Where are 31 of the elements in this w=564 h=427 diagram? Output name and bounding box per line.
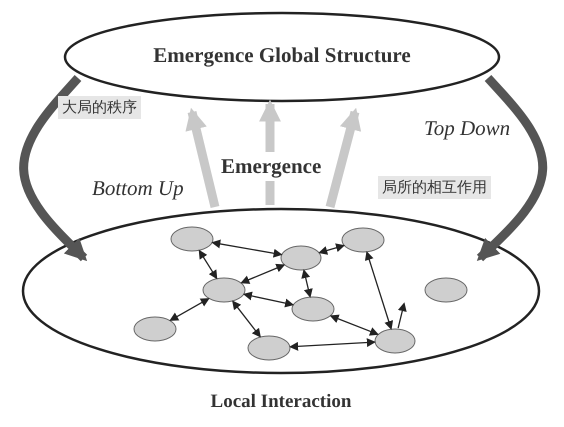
agent-ellipse <box>291 296 335 322</box>
agent-ellipse <box>247 335 291 361</box>
agent-ellipse <box>424 277 468 303</box>
flow-arrow <box>326 108 362 208</box>
interaction-arrow <box>318 243 345 255</box>
direction-label: Bottom Up <box>92 176 184 201</box>
interaction-arrow <box>198 250 218 280</box>
ellipse-title: Emergence Global Structure <box>152 43 412 68</box>
flow-arrow <box>19 74 88 262</box>
interaction-arrow <box>301 269 313 298</box>
agent-ellipse <box>280 245 322 271</box>
interaction-arrow <box>240 264 286 284</box>
interaction-arrow <box>330 314 379 336</box>
node-label: Local Interaction <box>210 391 352 413</box>
agent-ellipse <box>170 226 214 252</box>
interaction-arrow <box>242 292 294 308</box>
flow-arrow <box>476 74 548 262</box>
interaction-arrow <box>364 251 394 330</box>
direction-label: Top Down <box>424 116 510 141</box>
interaction-arrow <box>211 239 283 258</box>
flow-arrow <box>185 108 220 208</box>
interaction-arrow <box>232 300 261 338</box>
interaction-arrow <box>398 302 407 328</box>
annotation-label: 大局的秩序 <box>58 96 141 119</box>
interaction-arrow <box>289 338 376 351</box>
agent-ellipse <box>202 277 246 303</box>
interaction-arrow <box>169 298 210 321</box>
annotation-label: 局所的相互作用 <box>378 176 491 199</box>
agent-ellipse <box>341 227 385 253</box>
agent-ellipse <box>133 316 177 342</box>
agent-ellipse <box>374 328 416 354</box>
